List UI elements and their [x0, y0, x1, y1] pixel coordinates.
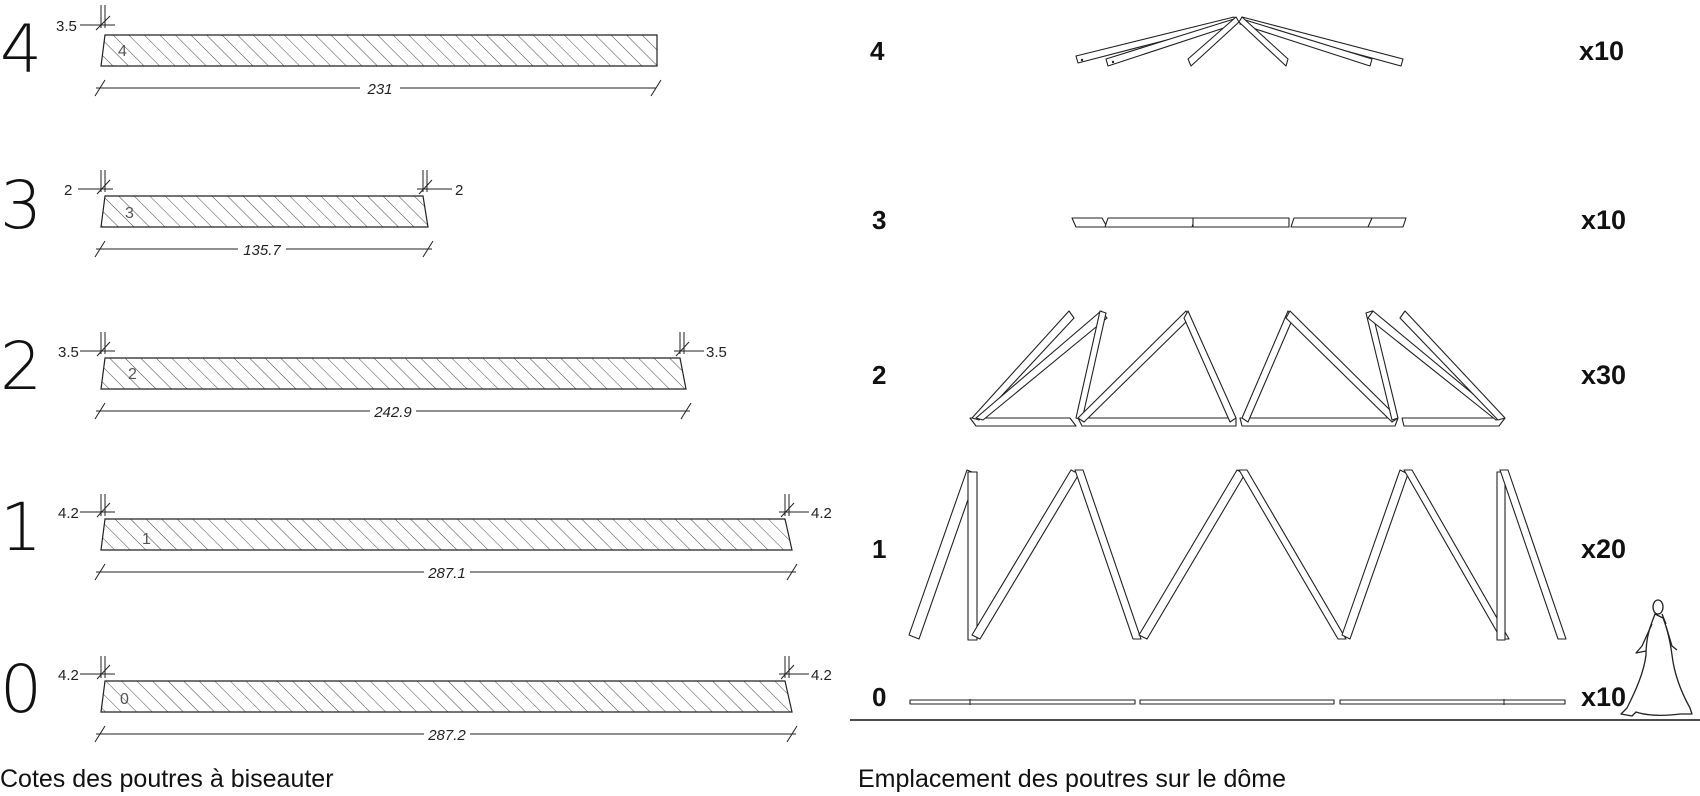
right-panel: 4 3 2 1 0 x10 x10 x30 x20 x10	[850, 16, 1700, 793]
person-silhouette	[1620, 599, 1693, 717]
dome-row-1-beams	[908, 469, 1567, 641]
quantity-0: x10	[1581, 682, 1626, 712]
dome-row-4-beams	[1075, 16, 1404, 67]
row-label-0: 0	[872, 682, 886, 712]
beam-row-3: 3 3 2 2 135.7	[0, 167, 463, 259]
left-panel: 4 4 3.5 231 3 3 2 2 135.7	[0, 5, 832, 793]
row-label-1: 1	[872, 534, 886, 564]
bevel-left-2: 3.5	[58, 344, 79, 361]
beam-label-1: 1	[142, 531, 151, 548]
dome-row-3-beams	[1071, 217, 1407, 228]
length-3: 135.7	[243, 242, 281, 259]
beam-label-2: 2	[128, 366, 137, 383]
level-number-3: 3	[0, 167, 42, 244]
beam-shape-3	[100, 195, 429, 228]
beam-shape-1	[100, 518, 793, 551]
bevel-right-2: 3.5	[706, 344, 727, 361]
length-2: 242.9	[373, 404, 412, 421]
bevel-right-3: 2	[455, 182, 463, 199]
bevel-right-1: 4.2	[811, 505, 832, 522]
left-caption: Cotes des poutres à biseauter	[0, 765, 334, 793]
beam-shape-0	[100, 680, 793, 713]
bevel-right-0: 4.2	[811, 667, 832, 684]
level-number-4: 4	[0, 11, 42, 88]
level-number-0: 0	[0, 651, 42, 728]
beam-row-0: 0 0 4.2 4.2 287.2	[0, 651, 832, 744]
length-4: 231	[366, 81, 392, 98]
quantity-4: x10	[1579, 36, 1624, 66]
beam-row-1: 1 1 4.2 4.2 287.1	[0, 489, 832, 582]
quantity-1: x20	[1581, 534, 1626, 564]
quantity-3: x10	[1581, 205, 1626, 235]
dome-row-0-beams	[909, 699, 1566, 705]
beam-label-4: 4	[118, 43, 127, 60]
beam-shape-4	[100, 34, 658, 67]
beam-label-0: 0	[120, 691, 129, 708]
beam-row-2: 2 2 3.5 3.5 242.9	[0, 328, 727, 421]
bevel-left-4: 3.5	[56, 18, 77, 35]
beam-label-3: 3	[125, 205, 134, 222]
right-caption: Emplacement des poutres sur le dôme	[858, 765, 1286, 793]
beam-shape-2	[100, 357, 687, 390]
beam-row-4: 4 4 3.5 231	[0, 5, 662, 98]
bevel-left-3: 2	[64, 182, 72, 199]
bevel-left-1: 4.2	[58, 505, 79, 522]
level-number-1: 1	[0, 489, 42, 566]
row-label-4: 4	[870, 36, 885, 66]
length-0: 287.2	[427, 727, 466, 744]
dome-row-2-beams	[969, 310, 1506, 427]
level-number-2: 2	[0, 328, 42, 405]
row-label-2: 2	[872, 360, 886, 390]
row-label-3: 3	[872, 205, 886, 235]
bevel-left-0: 4.2	[58, 667, 79, 684]
length-1: 287.1	[427, 565, 466, 582]
quantity-2: x30	[1581, 360, 1626, 390]
